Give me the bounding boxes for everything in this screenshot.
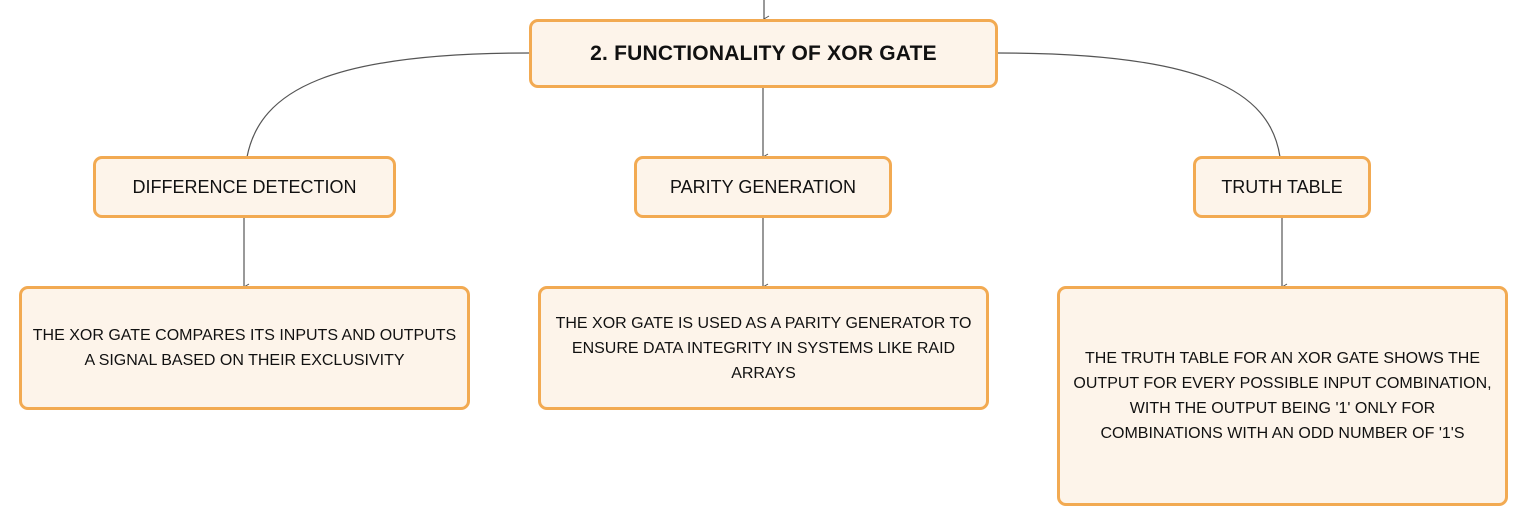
- detail-node-text: THE XOR GATE IS USED AS A PARITY GENERAT…: [555, 314, 972, 382]
- detail-node-difference-detection[interactable]: THE XOR GATE COMPARES ITS INPUTS AND OUT…: [19, 286, 470, 410]
- connector-root-to-truth-table: [997, 52, 1281, 158]
- branch-node-difference-detection[interactable]: DIFFERENCE DETECTION: [93, 156, 396, 218]
- branch-node-label: DIFFERENCE DETECTION: [132, 176, 357, 197]
- branch-node-truth-table[interactable]: TRUTH TABLE: [1193, 156, 1371, 218]
- branch-node-label: PARITY GENERATION: [669, 176, 857, 197]
- detail-node-text: THE XOR GATE COMPARES ITS INPUTS AND OUT…: [32, 327, 457, 369]
- root-node[interactable]: 2. FUNCTIONALITY OF XOR GATE: [529, 19, 998, 88]
- connector-root-to-difference-detection: [246, 52, 530, 158]
- branch-node-label: TRUTH TABLE: [1221, 176, 1343, 197]
- root-node-label: 2. FUNCTIONALITY OF XOR GATE: [590, 41, 937, 65]
- detail-node-truth-table[interactable]: THE TRUTH TABLE FOR AN XOR GATE SHOWS TH…: [1057, 286, 1508, 506]
- branch-node-parity-generation[interactable]: PARITY GENERATION: [634, 156, 892, 218]
- detail-node-parity-generation[interactable]: THE XOR GATE IS USED AS A PARITY GENERAT…: [538, 286, 989, 410]
- detail-node-text: THE TRUTH TABLE FOR AN XOR GATE SHOWS TH…: [1073, 350, 1492, 442]
